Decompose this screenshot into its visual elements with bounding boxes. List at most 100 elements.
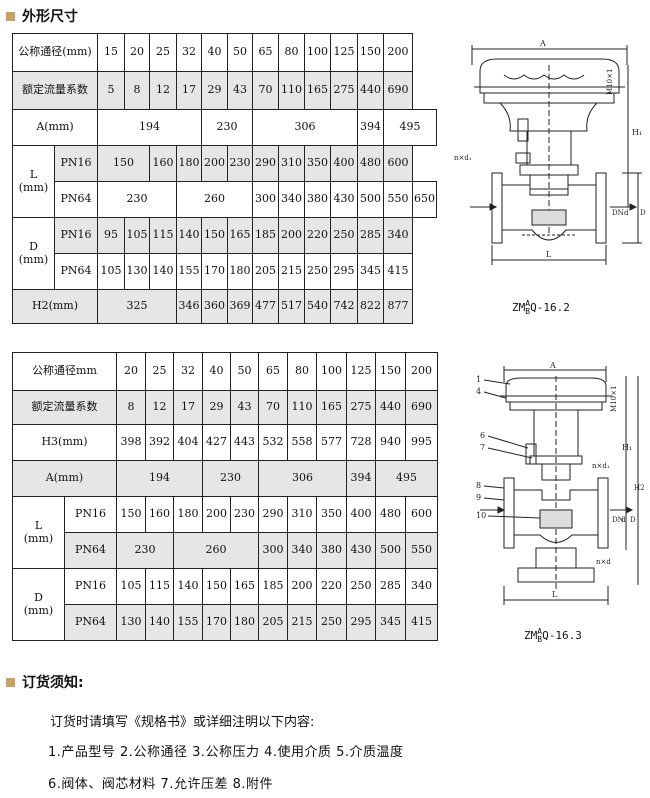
- table-cell: 500: [375, 532, 406, 569]
- table-cell: 105: [124, 217, 151, 254]
- table-cell: 310: [287, 496, 317, 533]
- header-cell: D(mm): [12, 568, 65, 641]
- table-cell: 185: [252, 217, 280, 254]
- table-cell: 150: [116, 496, 146, 533]
- table-cell: 185: [258, 568, 288, 605]
- table-cell: 577: [316, 424, 347, 461]
- table-cell: 275: [330, 71, 359, 110]
- dim2-label-d-large: D: [630, 516, 636, 524]
- table-cell: PN16: [64, 496, 117, 533]
- table-cell: PN16: [53, 217, 99, 254]
- table-cell: 430: [346, 532, 376, 569]
- table-cell: 17: [173, 390, 203, 425]
- table-cell: 115: [149, 217, 178, 254]
- table-cell: 200: [405, 352, 438, 391]
- part-label-8: 8: [476, 481, 481, 490]
- table-cell: 8: [116, 390, 146, 425]
- table-cell: 220: [304, 217, 332, 254]
- table-cell: 100: [316, 352, 347, 391]
- dim-label-d-large: D: [640, 209, 646, 217]
- table-cell: 415: [383, 253, 414, 290]
- table-cell: 345: [375, 604, 406, 641]
- table-cell: 532: [258, 424, 288, 461]
- table-cell: 480: [357, 145, 385, 182]
- order-line-1: 1.产品型号 2.公称通径 3.公称压力 4.使用介质 5.介质温度: [48, 745, 404, 760]
- dim2-label-nd: n×d: [596, 558, 611, 566]
- table-cell: 29: [201, 71, 229, 110]
- table-cell: 205: [258, 604, 288, 641]
- table-cell: PN64: [53, 181, 99, 218]
- table-cell: 394: [357, 109, 385, 146]
- table-cell: 70: [252, 71, 280, 110]
- table-cell: 394: [346, 460, 376, 497]
- header-cell: A(mm): [11, 109, 99, 146]
- dim2-label-h1: H₁: [622, 443, 632, 452]
- table-cell: 170: [201, 253, 229, 290]
- table-cell: 200: [278, 217, 306, 254]
- table-cell: 495: [375, 460, 438, 497]
- order-intro: 订货时请填写《规格书》或详细注明以下内容:: [50, 715, 315, 730]
- table-cell: PN64: [53, 253, 99, 290]
- table-cell: 250: [346, 568, 376, 605]
- table-cell: 205: [252, 253, 280, 290]
- table-cell: 306: [258, 460, 347, 497]
- table-cell: 65: [258, 352, 288, 391]
- table-cell: 260: [176, 181, 254, 218]
- table-cell: 443: [230, 424, 259, 461]
- table-cell: 346: [176, 289, 203, 324]
- table-cell: 295: [330, 253, 359, 290]
- table-cell: 260: [173, 532, 259, 569]
- table-cell: 130: [124, 253, 151, 290]
- dim2-label-m10: M10×1: [610, 386, 618, 412]
- table-cell: 32: [173, 352, 203, 391]
- section-title-ordering: 订货须知:: [6, 672, 84, 692]
- dim-label-a: A: [539, 39, 546, 48]
- table-cell: 43: [230, 390, 259, 425]
- dim-label-nd: n×d₁: [454, 154, 472, 162]
- section-title-text: 外形尺寸: [22, 9, 78, 25]
- table-cell: 300: [252, 181, 280, 218]
- table-cell: 165: [227, 217, 254, 254]
- dim2-label-nd1: n×d₁: [592, 462, 610, 470]
- table-cell: 215: [278, 253, 306, 290]
- table-cell: 140: [149, 253, 178, 290]
- table-cell: 230: [230, 496, 259, 533]
- table-cell: 200: [287, 568, 317, 605]
- part-label-4: 4: [476, 387, 481, 396]
- table-cell: 306: [252, 109, 359, 146]
- table-cell: 340: [287, 532, 317, 569]
- table-cell: 310: [278, 145, 306, 182]
- dim-label-dn: DN: [612, 209, 624, 217]
- table-cell: 325: [97, 289, 178, 324]
- table-cell: 230: [201, 109, 254, 146]
- table-cell: 200: [383, 33, 414, 72]
- square-bullet-icon: [6, 677, 15, 687]
- table-cell: 12: [145, 390, 174, 425]
- table-cell: 690: [405, 390, 438, 425]
- table-cell: 17: [176, 71, 203, 110]
- table-cell: 130: [116, 604, 146, 641]
- table-cell: 15: [97, 33, 126, 72]
- table-cell: 250: [330, 217, 359, 254]
- part-label-9: 9: [476, 493, 481, 502]
- table-cell: 250: [304, 253, 332, 290]
- table-cell: 5: [97, 71, 126, 110]
- header-cell: L(mm): [12, 496, 65, 569]
- table-cell: 165: [304, 71, 332, 110]
- table-cell: 110: [278, 71, 306, 110]
- table-cell: 220: [316, 568, 347, 605]
- square-bullet-icon: [6, 11, 15, 21]
